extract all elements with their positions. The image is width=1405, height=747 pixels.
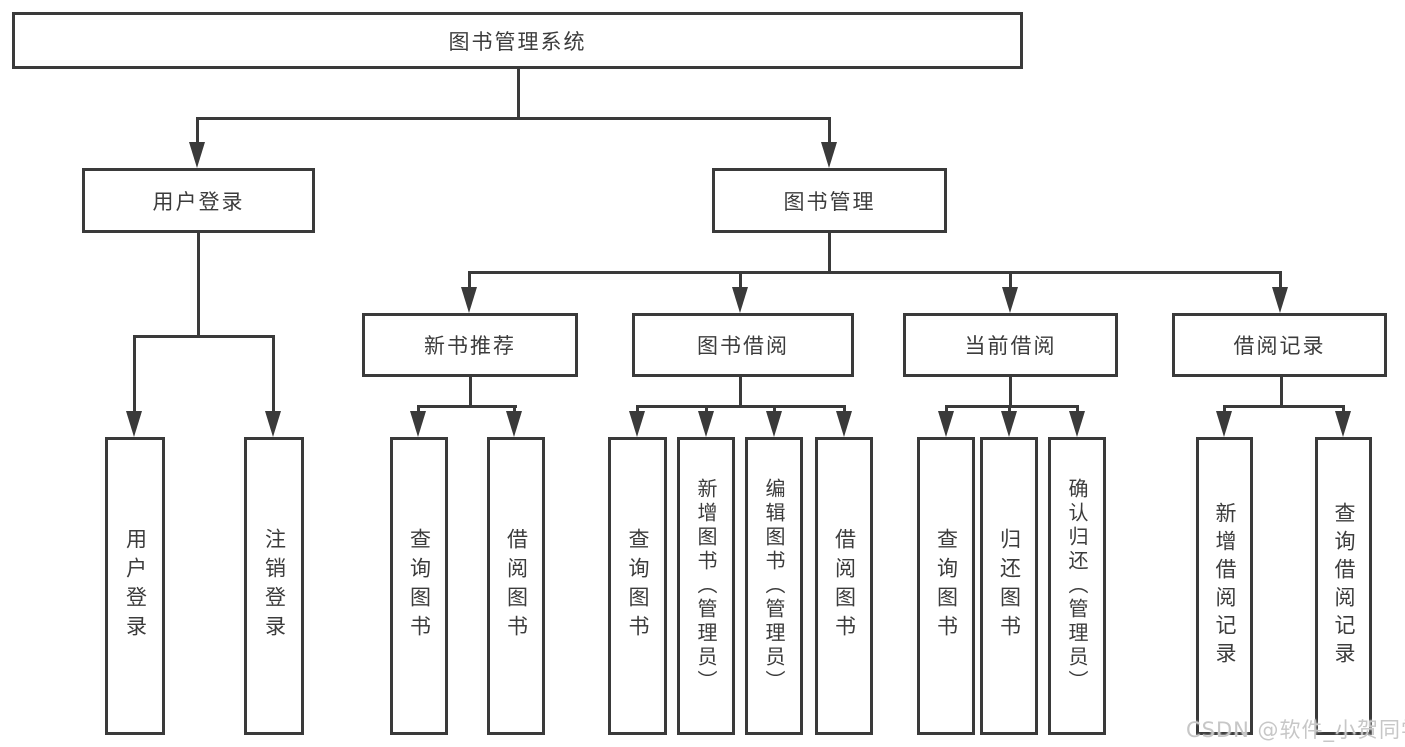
connector-borrow-records-stem — [1280, 377, 1283, 408]
connector-leaf — [417, 405, 420, 415]
arrow-head — [766, 411, 782, 437]
node-label: 图书管理 — [783, 189, 876, 214]
connector-to-book-borrow — [739, 271, 742, 293]
arrow-head — [126, 411, 142, 437]
connector-root-stem — [517, 68, 520, 118]
connector-leaf — [1223, 405, 1226, 415]
node-confirm-return-admin: 确认归还（管理员） — [1048, 437, 1106, 735]
node-add-borrow-record: 新增借阅记录 — [1196, 437, 1253, 735]
node-label: 用户登录 — [152, 189, 245, 214]
connector-book-management-branch — [468, 271, 1281, 274]
node-new-book-recommend: 新书推荐 — [362, 313, 578, 377]
arrow-head — [1335, 411, 1351, 437]
node-label: 归还图书 — [997, 528, 1022, 644]
arrow-head — [1002, 287, 1018, 313]
node-label: 查询借阅记录 — [1332, 502, 1356, 670]
arrow-head — [1001, 411, 1017, 437]
arrow-head — [189, 142, 205, 168]
node-label: 图书借阅 — [697, 334, 789, 358]
node-query-borrow-record: 查询借阅记录 — [1315, 437, 1372, 735]
arrow-head — [938, 411, 954, 437]
arrow-head — [461, 287, 477, 313]
node-book-management-system: 图书管理系统 — [12, 12, 1023, 69]
connector-current-borrow-stem — [1009, 377, 1012, 408]
node-label: 新书推荐 — [424, 334, 516, 358]
node-borrow-books: 借阅图书 — [815, 437, 873, 735]
connector-new-book-stem — [469, 377, 472, 408]
arrow-head — [1069, 411, 1085, 437]
connector-leaf — [1076, 405, 1079, 415]
node-label: 图书管理系统 — [448, 29, 587, 54]
node-newrec-query-books: 查询图书 — [390, 437, 448, 735]
node-borrow-records: 借阅记录 — [1172, 313, 1387, 377]
node-label: 确认归还（管理员） — [1065, 478, 1089, 694]
connector-to-user-login — [196, 117, 199, 147]
arrow-head — [732, 287, 748, 313]
arrow-head — [836, 411, 852, 437]
connector-book-management-stem — [828, 233, 831, 274]
csdn-watermark: CSDN @软件_小贺同学 — [1186, 718, 1405, 742]
node-label: 新增借阅记录 — [1213, 502, 1237, 670]
node-label: 编辑图书（管理员） — [762, 478, 786, 694]
node-current-borrow: 当前借阅 — [903, 313, 1118, 377]
arrow-head — [629, 411, 645, 437]
node-user-login: 用户登录 — [82, 168, 315, 233]
arrow-head — [1272, 287, 1288, 313]
connector-leaf — [945, 405, 948, 415]
node-return-books: 归还图书 — [980, 437, 1038, 735]
arrow-head — [506, 411, 522, 437]
connector-to-book-management — [828, 117, 831, 147]
arrow-head — [1216, 411, 1232, 437]
connector-to-logout — [272, 335, 275, 415]
connector-leaf — [636, 405, 639, 415]
arrow-head — [698, 411, 714, 437]
connector-leaf — [1008, 405, 1011, 415]
connector-to-borrow-records — [1279, 271, 1282, 293]
node-borrow-query-books: 查询图书 — [608, 437, 667, 735]
arrow-head — [265, 411, 281, 437]
connector-new-book-branch — [417, 405, 517, 408]
node-label: 借阅记录 — [1233, 334, 1326, 358]
connector-leaf — [773, 405, 776, 415]
node-newrec-borrow-books: 借阅图书 — [487, 437, 545, 735]
node-label: 当前借阅 — [964, 334, 1057, 358]
node-book-borrow: 图书借阅 — [632, 313, 854, 377]
connector-root-branch — [196, 117, 830, 120]
node-label: 查询图书 — [626, 528, 650, 644]
connector-to-new-book — [468, 271, 471, 293]
node-label: 借阅图书 — [832, 528, 857, 644]
connector-to-login — [133, 335, 136, 415]
node-label: 注销登录 — [262, 528, 287, 644]
node-book-management: 图书管理 — [712, 168, 947, 233]
node-label: 查询图书 — [934, 528, 959, 644]
node-label: 新增图书（管理员） — [694, 478, 718, 694]
connector-current-borrow-branch — [945, 405, 1079, 408]
node-edit-books-admin: 编辑图书（管理员） — [745, 437, 803, 735]
connector-book-borrow-stem — [739, 377, 742, 408]
node-current-query-books: 查询图书 — [917, 437, 975, 735]
connector-leaf — [705, 405, 708, 415]
node-label: 借阅图书 — [504, 528, 529, 644]
node-logout: 注销登录 — [244, 437, 304, 735]
node-label: 用户登录 — [123, 528, 148, 644]
connector-user-login-stem — [197, 233, 200, 337]
connector-leaf — [513, 405, 516, 415]
connector-to-current-borrow — [1009, 271, 1012, 293]
connector-user-login-branch — [133, 335, 275, 338]
node-user-login-action: 用户登录 — [105, 437, 165, 735]
connector-book-borrow-branch — [636, 405, 845, 408]
arrow-head — [410, 411, 426, 437]
node-add-books-admin: 新增图书（管理员） — [677, 437, 735, 735]
arrow-head — [821, 142, 837, 168]
node-label: 查询图书 — [407, 528, 432, 644]
connector-leaf — [1342, 405, 1345, 415]
connector-borrow-records-branch — [1223, 405, 1345, 408]
connector-leaf — [843, 405, 846, 415]
